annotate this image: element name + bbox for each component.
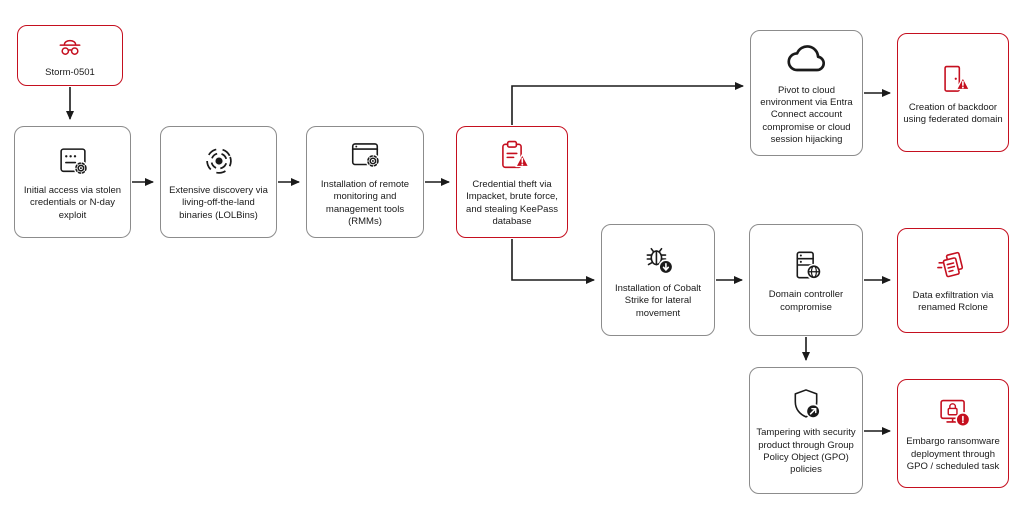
spy-icon — [55, 32, 85, 62]
node-label: Embargo ransomware deployment through GP… — [906, 436, 1000, 473]
node-label: Pivot to cloud environment via Entra Con… — [760, 84, 853, 146]
window-gear-icon — [346, 136, 384, 174]
node-label: Initial access via stolen credentials or… — [23, 184, 122, 221]
node-ransomware: Embargo ransomware deployment through GP… — [897, 379, 1009, 488]
node-label: Credential theft via Impacket, brute for… — [466, 178, 558, 227]
node-label: Installation of remote monitoring and ma… — [320, 178, 410, 227]
radar-icon — [200, 142, 238, 180]
node-domain-controller: Domain controller compromise — [749, 224, 863, 336]
node-label: Domain controller compromise — [768, 289, 844, 313]
shield-tamper-icon — [787, 384, 825, 422]
node-label: Storm-0501 — [45, 66, 95, 78]
connector-credential-theft-to-cobalt-strike — [511, 239, 595, 284]
node-label: Tampering with security product through … — [756, 427, 856, 476]
connector-credential-theft-to-cloud-pivot — [511, 82, 744, 125]
credentials-gear-icon — [54, 142, 92, 180]
cloud-icon — [787, 40, 827, 80]
node-storm-0501: Storm-0501 — [17, 25, 123, 86]
node-discovery: Extensive discovery via living-off-the-l… — [160, 126, 277, 238]
node-cobalt-strike: Installation of Cobalt Strike for latera… — [601, 224, 715, 336]
monitor-lock-alert-icon — [934, 393, 972, 431]
node-label: Installation of Cobalt Strike for latera… — [614, 282, 702, 319]
node-backdoor: Creation of backdoor using federated dom… — [897, 33, 1009, 152]
node-exfiltration: Data exfiltration via renamed Rclone — [897, 228, 1009, 333]
node-label: Creation of backdoor using federated dom… — [903, 101, 1003, 125]
documents-exfil-icon — [934, 247, 972, 285]
clipboard-warning-icon — [493, 136, 531, 174]
door-warning-icon — [934, 59, 972, 97]
bug-download-icon — [639, 240, 677, 278]
node-rmm: Installation of remote monitoring and ma… — [306, 126, 424, 238]
node-label: Extensive discovery via living-off-the-l… — [169, 184, 268, 221]
node-cloud-pivot: Pivot to cloud environment via Entra Con… — [750, 30, 863, 156]
node-initial-access: Initial access via stolen credentials or… — [14, 126, 131, 238]
server-globe-icon — [787, 246, 825, 284]
node-credential-theft: Credential theft via Impacket, brute for… — [456, 126, 568, 238]
node-tampering: Tampering with security product through … — [749, 367, 863, 494]
node-label: Data exfiltration via renamed Rclone — [912, 289, 994, 313]
